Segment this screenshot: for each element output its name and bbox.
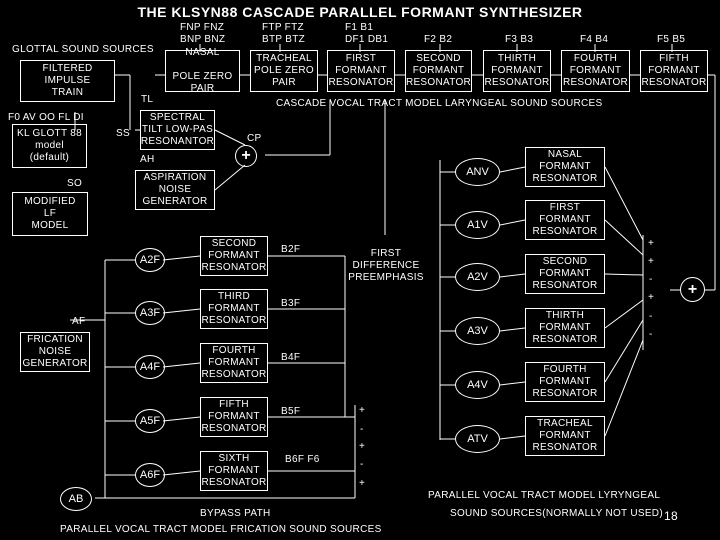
cascade-fourth-formant: FOURTH FORMANT RESONATOR bbox=[561, 50, 630, 92]
parallel-third-formant: THIRTH FORMANT RESONATOR bbox=[525, 308, 605, 348]
fric-third-formant: THIRD FORMANT RESONATOR bbox=[200, 289, 268, 329]
mixer-sign-6: - bbox=[649, 329, 653, 340]
ss-label: SS bbox=[116, 128, 130, 139]
b4f-label: B4F bbox=[281, 352, 301, 363]
param-label-f1: F1 B1 DF1 DB1 bbox=[345, 22, 389, 45]
param-label-f3: F3 B3 bbox=[505, 34, 534, 45]
param-label-fnp: FNP FNZ BNP BNZ bbox=[180, 22, 226, 45]
first-difference-preemphasis: FIRST DIFFERENCE PREEMPHASIS bbox=[348, 248, 424, 283]
mixer-sign-4: + bbox=[648, 292, 654, 303]
fric-sign-5: + bbox=[359, 478, 365, 489]
a1v-gain: A1V bbox=[455, 211, 500, 239]
kl-glott-model: KL GLOTT 88 model (default) bbox=[12, 124, 87, 168]
bypass-path-label: BYPASS PATH bbox=[200, 508, 271, 519]
parallel-second-formant: SECOND FORMANT RESONATOR bbox=[525, 254, 605, 294]
cascade-nasal-pole-zero: NASAL POLE ZERO PAIR bbox=[165, 47, 240, 94]
a3f-gain: A3F bbox=[135, 301, 165, 325]
a4f-gain: A4F bbox=[135, 355, 165, 379]
fric-sign-1: + bbox=[359, 405, 365, 416]
b2f-label: B2F bbox=[281, 244, 301, 255]
aspiration-noise-generator: ASPIRATION NOISE GENERATOR bbox=[135, 170, 215, 210]
output-sum-node: + bbox=[680, 277, 705, 302]
mixer-sign-5: - bbox=[649, 311, 653, 322]
af-label: AF bbox=[72, 316, 86, 327]
spectral-tilt-resonator: SPECTRAL TILT LOW-PAS RESONANTOR bbox=[140, 110, 215, 150]
mixer-sign-2: + bbox=[648, 256, 654, 267]
fric-second-formant: SECOND FORMANT RESONATOR bbox=[200, 236, 268, 276]
cascade-caption: CASCADE VOCAL TRACT MODEL LARYNGEAL SOUN… bbox=[276, 98, 603, 109]
fric-branch-caption: PARALLEL VOCAL TRACT MODEL FRICATION SOU… bbox=[60, 524, 382, 535]
anv-gain: ANV bbox=[455, 158, 500, 186]
a5f-gain: A5F bbox=[135, 409, 165, 433]
fric-sign-2: - bbox=[360, 424, 364, 435]
fric-sixth-formant: SIXTH FORMANT RESONATOR bbox=[200, 451, 268, 491]
param-label-f2: F2 B2 bbox=[424, 34, 453, 45]
fric-sign-4: - bbox=[360, 459, 364, 470]
parallel-nasal-formant: NASAL FORMANT RESONATOR bbox=[525, 147, 605, 187]
cascade-first-formant: FIRST FORMANT RESONATOR bbox=[327, 50, 395, 92]
modified-lf-model: MODIFIED LF MODEL bbox=[12, 192, 88, 236]
fric-fifth-formant: FIFTH FORMANT RESONATOR bbox=[200, 397, 268, 437]
source-sum-node: + bbox=[235, 145, 257, 167]
b5f-label: B5F bbox=[281, 406, 301, 417]
page-number: 18 bbox=[664, 509, 678, 523]
b3f-label: B3F bbox=[281, 298, 301, 309]
fric-sign-3: + bbox=[359, 441, 365, 452]
param-label-f5: F5 B5 bbox=[657, 34, 686, 45]
param-label-ftp: FTP FTZ BTP BTZ bbox=[262, 22, 306, 45]
a4v-gain: A4V bbox=[455, 371, 500, 399]
cascade-tracheal-pole-zero: TRACHEAL POLE ZERO PAIR bbox=[250, 50, 318, 92]
ab-gain: AB bbox=[60, 487, 92, 511]
atv-gain: ATV bbox=[455, 425, 500, 453]
ah-label: AH bbox=[140, 154, 155, 165]
glottal-sources-label: GLOTTAL SOUND SOURCES bbox=[12, 44, 154, 55]
laryngeal-caption-2: SOUND SOURCES(NORMALLY NOT USED) bbox=[450, 508, 663, 519]
cp-label: CP bbox=[247, 133, 262, 144]
frication-noise-generator: FRICATION NOISE GENERATOR bbox=[20, 332, 90, 372]
f0-params-label: F0 AV OO FL DI bbox=[8, 112, 84, 123]
parallel-fourth-formant: FOURTH FORMANT RESONATOR bbox=[525, 362, 605, 402]
a6f-gain: A6F bbox=[135, 463, 165, 487]
mixer-sign-3: - bbox=[649, 274, 653, 285]
a3v-gain: A3V bbox=[455, 317, 500, 345]
cascade-fifth-formant: FIFTH FORMANT RESONATOR bbox=[640, 50, 708, 92]
tl-label: TL bbox=[141, 94, 154, 105]
b6f-label: B6F F6 bbox=[285, 454, 320, 465]
diagram-title: THE KLSYN88 CASCADE PARALLEL FORMANT SYN… bbox=[137, 4, 583, 20]
a2f-gain: A2F bbox=[135, 248, 165, 272]
so-label: SO bbox=[67, 178, 83, 189]
parallel-first-formant: FIRST FORMANT RESONATOR bbox=[525, 200, 605, 240]
a2v-gain: A2V bbox=[455, 263, 500, 291]
parallel-tracheal-formant: TRACHEAL FORMANT RESONATOR bbox=[525, 416, 605, 456]
fric-fourth-formant: FOURTH FORMANT RESONATOR bbox=[200, 343, 268, 383]
param-label-f4: F4 B4 bbox=[580, 34, 609, 45]
filtered-impulse-train: FILTERED IMPULSE TRAIN bbox=[20, 60, 115, 102]
cascade-second-formant: SECOND FORMANT RESONATOR bbox=[405, 50, 472, 92]
mixer-sign-1: + bbox=[648, 238, 654, 249]
cascade-third-formant: THIRTH FORMANT RESONATOR bbox=[483, 50, 551, 92]
laryngeal-caption-1: PARALLEL VOCAL TRACT MODEL LYRYNGEAL bbox=[428, 490, 661, 501]
